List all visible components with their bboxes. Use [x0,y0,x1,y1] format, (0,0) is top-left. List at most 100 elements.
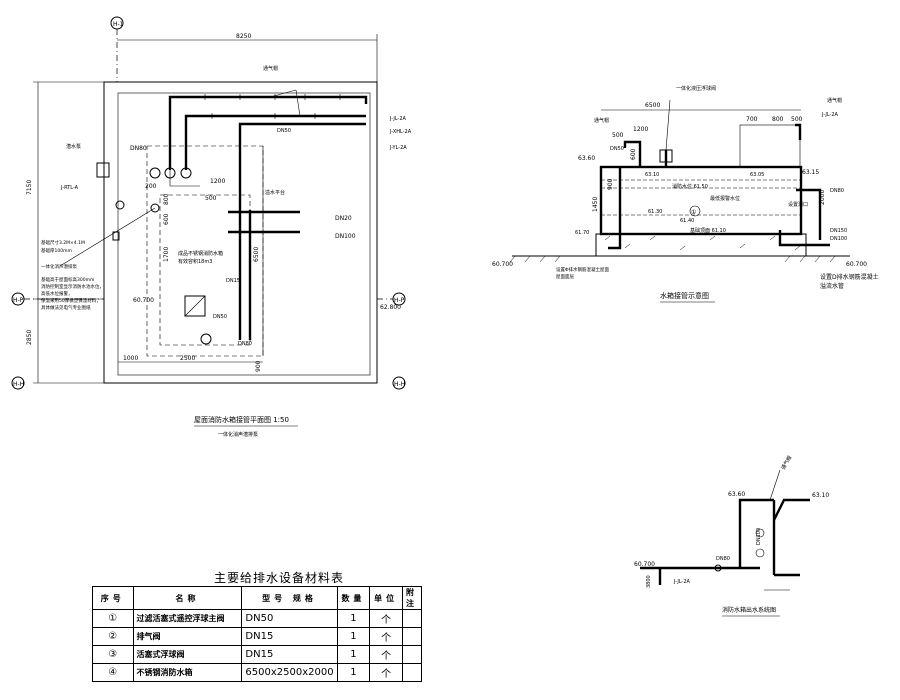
materials-table: 序号 名称 型号 规格 数量 单位 附注 ① 过滤活塞式遥控浮球主阀 DN50 … [92,586,422,682]
plan-dim-200: 200 [145,183,157,190]
vent-box [96,162,110,178]
table-cell: 活塞式浮球阀 [132,645,243,664]
section-label-dn80: DN80 [830,188,844,194]
section-dim-600: 600 [630,148,637,160]
table-header-cell: 单位 [369,586,403,610]
table-cell [402,645,422,664]
table-cell: 个 [369,609,403,628]
system-level-6360: 63.60 [728,491,745,498]
table-cell: 排气阀 [132,627,243,646]
plan-dim-2500: 2500 [180,355,195,362]
system-view: 63.60 63.10 60.700 DN100 DN80 J-JL-2A 通气… [634,454,829,617]
section-level-6130: 61.30 [648,209,662,215]
plan-label-dn15: DN15 [226,278,240,284]
plan-note-line-7: 保温采用50厚橡塑保温材料， [41,297,101,304]
section-level-6305: 63.05 [750,172,764,178]
table-cell: 1 [336,663,371,682]
section-label-ventcap: 通气帽 [594,117,609,124]
section-note-r2: 溢流水管 [820,282,844,290]
section-label-dn150: DN150 [830,228,847,234]
table-cell: ① [92,609,134,628]
valve-3-symbol [180,167,192,179]
plan-dim-500: 500 [205,195,217,202]
pump-pit [184,295,206,317]
pipe-run-xhl [184,114,366,170]
table-cell: 1 [336,645,371,664]
system-label-dn100: DN100 [756,528,762,545]
plan-label-dn100: DN100 [335,233,356,240]
plan-note-line-5: 消防控制室显示消防水池水位， [41,283,104,290]
section-note-water: 消防水位 61.50 [672,183,708,190]
plan-note-line-3: 一体化消声潜排泵 [41,263,77,270]
plan-dim-1700: 1700 [163,247,170,262]
table-cell: 6500x2500x2000 [241,663,338,682]
table-header-cell: 附注 [402,586,422,610]
plan-dim-6500: 6500 [253,247,260,262]
vent-pipe-right [795,123,802,140]
table-cell: 过滤活塞式遥控浮球主阀 [132,609,243,628]
axis-label-bottom-left: H-H [13,381,24,388]
system-title: 消防水箱出水系统图 [722,606,776,614]
section-title: 水箱接管示意图 [660,291,709,300]
section-label-float: 一体化液压浮球阀 [676,85,716,92]
pipe-run-yl [238,122,366,210]
plan-note-line-8: 具体做法见电气专业图纸 [41,304,91,311]
section-dim-500-l: 500 [612,132,624,139]
plan-label-dn20: DN20 [335,215,352,222]
axis-label-bottom-right: H-H [394,381,405,388]
table-cell: DN15 [241,645,338,664]
table-cell: ④ [92,663,134,682]
system-riser-left [738,498,774,568]
plan-subtitle: 一体化消声潜排泵 [218,431,258,438]
axis-bubble-bottom-left [11,376,25,390]
section-note-bottom-1: 设置Φ排水钢筋混凝土屋面 [556,266,610,273]
section-dim-700: 700 [746,116,758,123]
section-dim-6500: 6500 [645,102,660,109]
table-row: ② 排气阀 DN15 1 个 [92,627,422,646]
table-header-cell: 型号 规格 [241,586,338,610]
section-level-6140: 61.40 [680,218,694,224]
section-level-6315: 63.15 [802,169,819,176]
table-cell: DN15 [241,627,338,646]
plan-note-line-1: 基础尺寸3.2M×4.1M [41,239,85,246]
plan-label-dn50b: DN50 [213,314,227,320]
table-header-row: 序号 名称 型号 规格 数量 单位 附注 [92,586,422,610]
section-level-60700-right: 60.700 [846,261,867,268]
plan-label-pump: 潜水泵 [66,143,81,150]
pump-symbol [200,333,212,345]
table-row: ① 过滤活塞式遥控浮球主阀 DN50 1 个 [92,609,422,628]
section-dim-800: 800 [772,116,784,123]
drain-symbol [150,203,160,213]
plan-note-line-6: 高低水位报警， [41,290,73,297]
plan-note-line-2: 基础厚100mm [41,247,72,254]
plan-note-tank: 成品不锈钢消防水箱 [178,250,223,257]
vent-symbol [115,200,125,210]
section-dim-1200: 1200 [633,126,648,133]
system-label-jl: J-JL-2A [673,579,691,585]
plan-label-rtl: J-RTL-A [60,185,79,191]
section-dim-1450: 1450 [592,197,599,212]
plan-note-line-4: 基础高于屋面标高300mm [41,276,94,283]
plan-dim-lower: 2850 [26,330,33,345]
plan-label-dn50: DN50 [277,128,291,134]
plan-label-yl: J-YL-2A [389,145,407,151]
table-row: ④ 不锈钢消防水箱 6500x2500x2000 1 个 [92,663,422,682]
table-cell [402,663,422,682]
section-dim-2000: 2000 [819,190,826,205]
table-cell: 个 [369,627,403,646]
plan-label-dn80b: DN80 [238,341,252,347]
plan-dim-upper: 7150 [26,180,33,195]
section-note-base: 基础顶面 61.10 [690,227,726,234]
valve-2-symbol [164,167,176,179]
table-cell: ③ [92,645,134,664]
section-level-6170: 61.70 [575,230,589,236]
system-dim-3800: 3800 [646,575,652,588]
table-cell: 不锈钢消防水箱 [132,663,243,682]
plan-label-jl: J-JL-2A [389,116,407,122]
overflow-box [739,124,801,168]
plan-label-ventcap: 通气帽 [263,65,278,72]
table-header-cell: 数量 [336,586,371,610]
section-note-alarm: 最低报警水位 [710,195,740,202]
table-cell: ② [92,627,134,646]
